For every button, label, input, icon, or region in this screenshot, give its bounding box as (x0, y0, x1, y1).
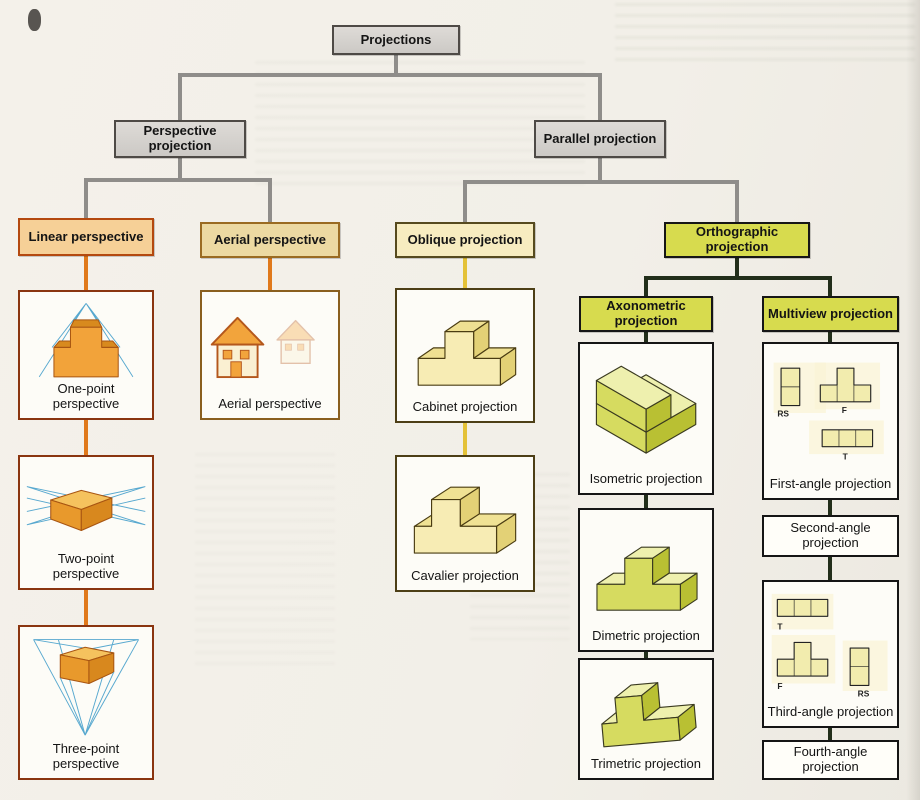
connector-to-aerial (268, 178, 272, 222)
cavalier-caption: Cavalier projection (411, 568, 519, 584)
isometric-caption: Isometric projection (589, 471, 703, 487)
three-point-caption: Three-point perspective (52, 741, 120, 772)
first-angle-views-icon: RS F T (773, 362, 884, 462)
connector-perspective-branch (84, 178, 272, 182)
node-orthographic-projection: Orthographic projection (664, 222, 810, 258)
example-trimetric-projection: Trimetric projection (578, 658, 714, 780)
aerial-illustration (202, 292, 338, 397)
connector-cabinet-cavalier (463, 423, 467, 455)
trimetric-illustration (580, 660, 712, 757)
example-cavalier-projection: Cavalier projection (395, 455, 535, 592)
near-house (210, 316, 265, 378)
third-angle-illustration: T F RS (764, 582, 897, 705)
first-angle-illustration: RS F T (764, 344, 897, 477)
node-parallel-projection: Parallel projection (534, 120, 666, 158)
example-fourth-angle-projection: Fourth-angle projection (762, 740, 899, 780)
scan-artifact (28, 9, 41, 31)
node-oblique-projection: Oblique projection (395, 222, 535, 258)
connector-twopoint-threepoint (84, 590, 88, 625)
three-point-perspective-icon (33, 638, 139, 736)
page-edge-shading (906, 0, 920, 800)
two-point-caption: Two-point perspective (52, 551, 120, 582)
connector-to-parallel (598, 73, 602, 120)
example-second-angle-projection: Second-angle projection (762, 515, 899, 557)
example-aerial-perspective: Aerial perspective (200, 290, 340, 420)
cabinet-projection-icon (417, 320, 517, 386)
connector-linear-onepoint (84, 256, 88, 290)
connector-to-multiview (828, 276, 832, 296)
connector-firstangle-secondangle (828, 500, 832, 515)
connector-thirdangle-fourthangle (828, 728, 832, 740)
connector-multiview-firstangle (828, 332, 832, 342)
example-third-angle-projection: T F RS Third-angle projection (762, 580, 899, 728)
connector-oblique-cabinet (463, 258, 467, 288)
node-aerial-perspective: Aerial perspective (200, 222, 340, 258)
first-angle-t-label: T (843, 452, 849, 462)
cavalier-illustration (397, 457, 533, 569)
far-house (276, 319, 315, 364)
one-point-caption: One-point perspective (52, 381, 120, 412)
connector-aerial-example (268, 258, 272, 290)
connector-dimetric-trimetric (644, 652, 648, 658)
cavalier-projection-icon (413, 486, 517, 554)
cabinet-illustration (397, 290, 533, 400)
connector-to-axonometric (644, 276, 648, 296)
connector-axonometric-isometric (644, 332, 648, 342)
connector-orthographic-stem (735, 258, 739, 280)
connector-onepoint-twopoint (84, 420, 88, 455)
first-angle-caption: First-angle projection (769, 476, 892, 492)
third-angle-views-icon: T F RS (771, 593, 888, 698)
isometric-illustration (580, 344, 712, 472)
connector-root-stem (394, 55, 398, 77)
one-point-perspective-icon (38, 303, 134, 378)
connector-root-branch (178, 73, 602, 77)
example-three-point-perspective: Three-point perspective (18, 625, 154, 780)
dimetric-caption: Dimetric projection (592, 628, 700, 644)
isometric-projection-icon (595, 365, 697, 454)
aerial-perspective-icon (210, 316, 315, 378)
example-cabinet-projection: Cabinet projection (395, 288, 535, 423)
connector-isometric-dimetric (644, 495, 648, 508)
node-linear-perspective: Linear perspective (18, 218, 154, 256)
third-angle-t-label: T (777, 621, 783, 631)
trimetric-caption: Trimetric projection (590, 756, 702, 772)
first-angle-rs-label: RS (777, 409, 789, 419)
connector-to-linear (84, 178, 88, 218)
node-projections: Projections (332, 25, 460, 55)
connector-to-oblique (463, 180, 467, 222)
example-first-angle-projection: RS F T First-angle projection (762, 342, 899, 500)
page-bleed-texture (615, 0, 915, 62)
connector-perspective-stem (178, 158, 182, 182)
aerial-caption: Aerial perspective (218, 396, 322, 412)
example-dimetric-projection: Dimetric projection (578, 508, 714, 652)
example-one-point-perspective: One-point perspective (18, 290, 154, 420)
cabinet-caption: Cabinet projection (412, 399, 518, 415)
connector-parallel-stem (598, 158, 602, 184)
three-point-illustration (20, 627, 152, 742)
connector-to-perspective (178, 73, 182, 120)
node-multiview-projection: Multiview projection (762, 296, 899, 332)
connector-parallel-branch (463, 180, 739, 184)
two-point-illustration (20, 457, 152, 552)
connector-to-orthographic (735, 180, 739, 222)
third-angle-rs-label: RS (858, 688, 870, 698)
trimetric-projection-icon (601, 682, 697, 748)
example-isometric-projection: Isometric projection (578, 342, 714, 495)
example-two-point-perspective: Two-point perspective (18, 455, 154, 590)
first-angle-f-label: F (842, 405, 847, 415)
connector-orthographic-branch (644, 276, 832, 280)
node-axonometric-projection: Axonometric projection (579, 296, 713, 332)
third-angle-f-label: F (777, 681, 782, 691)
page-bleed-texture (195, 450, 335, 670)
dimetric-projection-icon (596, 546, 698, 611)
dimetric-illustration (580, 510, 712, 629)
connector-secondangle-thirdangle (828, 557, 832, 580)
node-perspective-projection: Perspective projection (114, 120, 246, 158)
two-point-perspective-icon (26, 486, 146, 532)
one-point-illustration (20, 292, 152, 382)
third-angle-caption: Third-angle projection (767, 704, 894, 720)
